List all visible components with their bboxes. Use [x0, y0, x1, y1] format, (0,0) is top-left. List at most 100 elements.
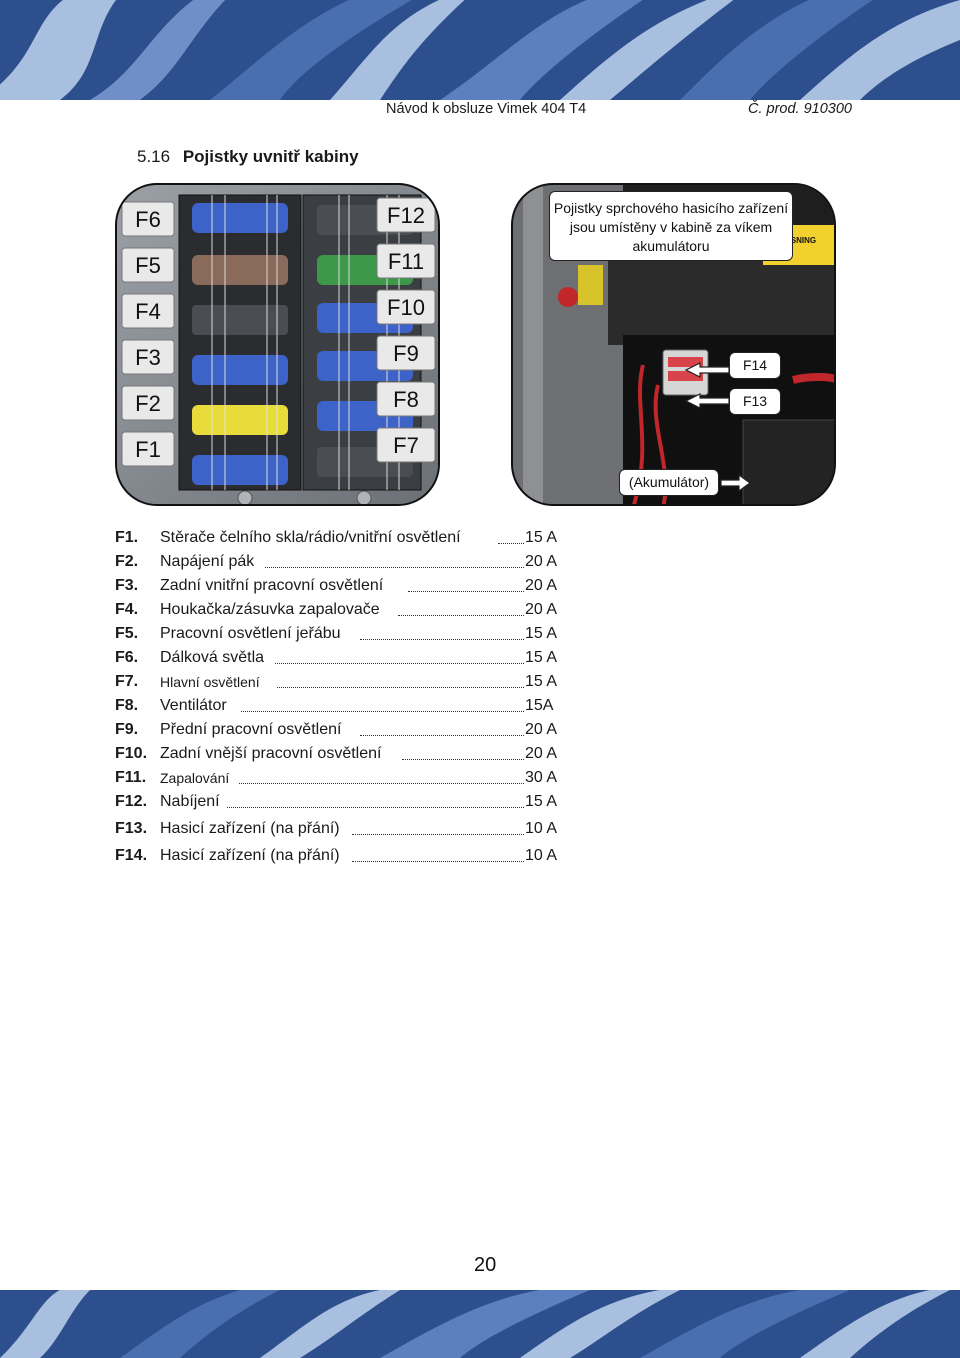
fuse-description: Pracovní osvětlení jeřábu	[160, 625, 341, 642]
fuse-row-f10: F10. Zadní vnější pracovní osvětlení 20 …	[115, 743, 575, 765]
dot-leader	[239, 783, 524, 784]
fuse-box-illustration: F6 F5 F4 F3 F2 F1	[117, 185, 438, 504]
fuse-description: Dálková světla	[160, 649, 265, 666]
footer-decorative-band	[0, 1290, 960, 1358]
dot-leader	[360, 639, 524, 640]
fuse-rating: 15 A	[525, 529, 558, 546]
fuse-rating: 20 A	[525, 745, 558, 762]
label-f14: F14	[729, 352, 781, 379]
fuse-description: Houkačka/zásuvka zapalovače	[160, 601, 380, 618]
fuse-rating: 20 A	[525, 721, 558, 738]
dot-leader	[360, 735, 524, 736]
fuse-rating: 15 A	[525, 673, 558, 690]
fuse-row-f3: F3. Zadní vnitřní pracovní osvětlení 20 …	[115, 575, 575, 597]
fuse-code: F13.	[115, 820, 148, 837]
fuse-code: F3.	[115, 577, 139, 594]
section-heading: 5.16 Pojistky uvnitř kabiny	[137, 147, 359, 167]
fuse-description: Stěrače čelního skla/rádio/vnitřní osvět…	[160, 529, 461, 546]
fuse-description: Napájení pák	[160, 553, 255, 570]
dot-leader	[227, 807, 524, 808]
fuse-row-f1: F1. Stěrače čelního skla/rádio/vnitřní o…	[115, 527, 575, 549]
fuse-row-f8: F8. Ventilátor 15A	[115, 695, 575, 717]
label-battery: (Akumulátor)	[619, 469, 719, 496]
fuse-row-f11: F11. Zapalování 30 A	[115, 767, 575, 789]
slot-label-f4: F4	[135, 299, 161, 324]
fuse-code: F4.	[115, 601, 139, 618]
slot-label-f7: F7	[393, 433, 419, 458]
fuse-description: Přední pracovní osvětlení	[160, 721, 342, 738]
fuse-code: F8.	[115, 697, 139, 714]
fuse-code: F12.	[115, 793, 148, 810]
fuse-box-photo: F6 F5 F4 F3 F2 F1	[115, 183, 440, 506]
fuse-row-f14: F14. Hasicí zařízení (na přání) 10 A	[115, 845, 575, 867]
slot-label-f3: F3	[135, 345, 161, 370]
right-slot-labels: F12 F11 F10 F9 F8 F7	[376, 197, 436, 463]
footer-band-graphic	[0, 1290, 960, 1358]
fuse-row-f6: F6. Dálková světla 15 A	[115, 647, 575, 669]
fuse-code: F7.	[115, 673, 139, 690]
fuse-row-f13: F13. Hasicí zařízení (na přání) 10 A	[115, 818, 575, 840]
fuse-row-f5: F5. Pracovní osvětlení jeřábu 15 A	[115, 623, 575, 645]
fuse-rating: 15A	[525, 697, 554, 714]
fuse-row-f4: F4. Houkačka/zásuvka zapalovače 20 A	[115, 599, 575, 621]
fuse-rating: 15 A	[525, 793, 558, 810]
document-title: Návod k obsluze Vimek 404 T4	[386, 101, 587, 117]
fuse-rating: 20 A	[525, 601, 558, 618]
dot-leader	[241, 711, 524, 712]
section-title: Pojistky uvnitř kabiny	[182, 147, 359, 166]
fuse-description: Zadní vnější pracovní osvětlení	[160, 745, 382, 762]
fuse-code: F10.	[115, 745, 148, 762]
fuse-rating: 20 A	[525, 553, 558, 570]
fuse-row-f7: F7. Hlavní osvětlení 15 A	[115, 671, 575, 693]
slot-label-f11: F11	[388, 249, 424, 274]
fuse-description: Ventilátor	[160, 697, 227, 714]
warning-sticker-text: TSNING	[786, 236, 816, 245]
fuse-code: F1.	[115, 529, 139, 546]
fuse-row-f12: F12. Nabíjení 15 A	[115, 791, 575, 813]
slot-label-f6: F6	[135, 207, 161, 232]
fuse-rating: 15 A	[525, 649, 558, 666]
dot-leader	[408, 591, 524, 592]
fuse-code: F6.	[115, 649, 139, 666]
fuse-description: Zapalování	[160, 770, 230, 786]
fuse-code: F9.	[115, 721, 139, 738]
slot-label-f8: F8	[393, 387, 419, 412]
fuse-rating: 10 A	[525, 820, 558, 837]
slot-label-f5: F5	[135, 253, 161, 278]
product-number: Č. prod. 910300	[748, 101, 852, 117]
fuse-rating: 15 A	[525, 625, 558, 642]
fuse-rating: 20 A	[525, 577, 558, 594]
header-decorative-band	[0, 0, 960, 100]
fuse-rating: 30 A	[525, 769, 558, 786]
dot-leader	[398, 615, 524, 616]
fuse-description: Hasicí zařízení (na přání)	[160, 820, 340, 837]
fuse-description: Nabíjení	[160, 793, 220, 810]
dot-leader	[277, 687, 524, 688]
dot-leader	[352, 861, 524, 862]
fuse-code: F11.	[115, 769, 147, 786]
slot-label-f1: F1	[135, 437, 161, 462]
fuse-code: F2.	[115, 553, 139, 570]
dot-leader	[498, 543, 524, 544]
pointer-arrows	[684, 362, 730, 409]
fuse-row-f9: F9. Přední pracovní osvětlení 20 A	[115, 719, 575, 741]
slot-label-f9: F9	[393, 341, 419, 366]
slot-label-f10: F10	[387, 295, 425, 320]
page-number: 20	[474, 1254, 497, 1276]
label-f13: F13	[729, 388, 781, 415]
fuse-rating: 10 A	[525, 847, 558, 864]
fuse-code: F14.	[115, 847, 148, 864]
fuse-description: Zadní vnitřní pracovní osvětlení	[160, 577, 384, 594]
header-band-graphic	[0, 0, 960, 100]
left-fuse-column	[192, 203, 288, 485]
fuse-code: F5.	[115, 625, 139, 642]
fire-suppression-fuse-note: Pojistky sprchového hasicího zařízení js…	[549, 191, 793, 261]
slot-label-f12: F12	[387, 203, 425, 228]
left-slot-labels: F6 F5 F4 F3 F2 F1	[121, 201, 175, 467]
fuse-description: Hasicí zařízení (na přání)	[160, 847, 340, 864]
dot-leader	[352, 834, 524, 835]
dot-leader	[402, 759, 524, 760]
fuse-row-f2: F2. Napájení pák 20 A	[115, 551, 575, 573]
slot-label-f2: F2	[135, 391, 161, 416]
fuse-description: Hlavní osvětlení	[160, 674, 260, 690]
